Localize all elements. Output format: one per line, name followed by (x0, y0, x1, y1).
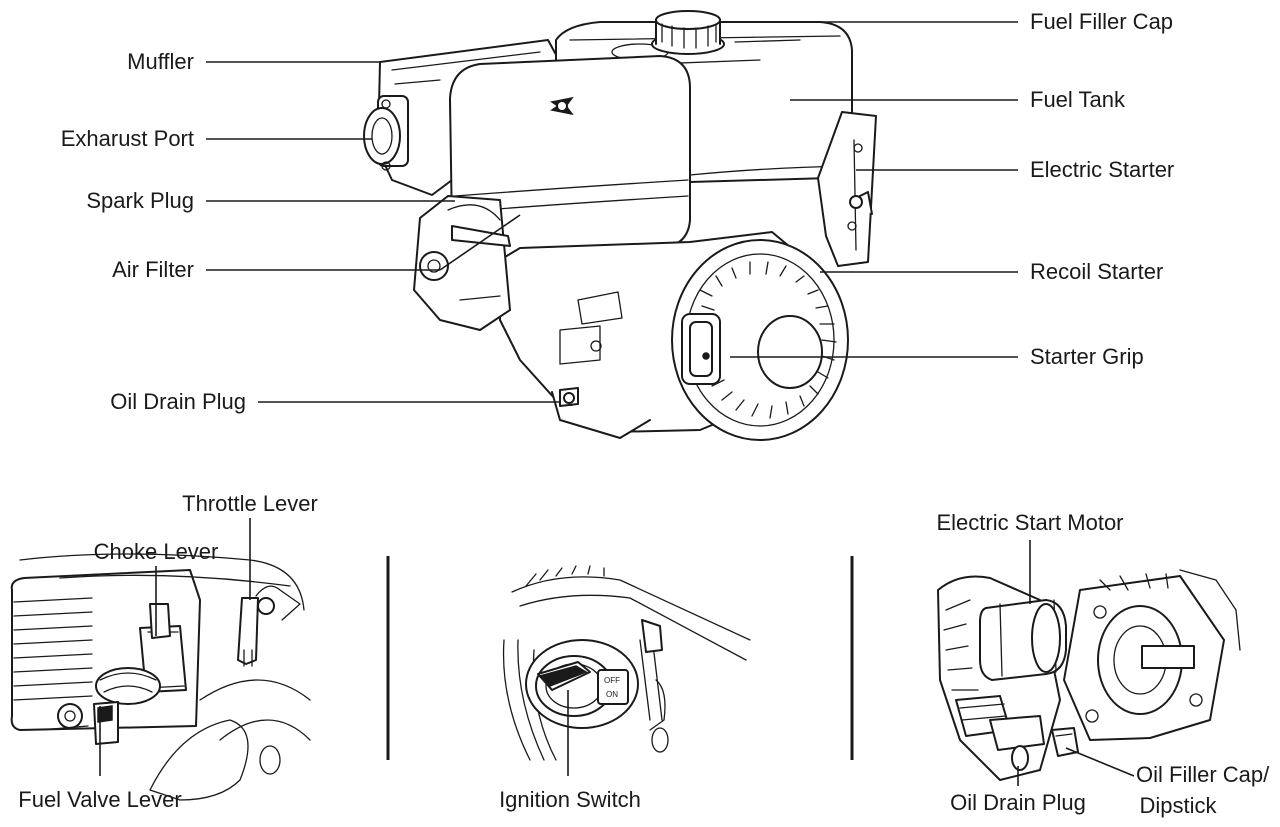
label-oil-drain-plug: Oil Drain Plug (110, 389, 246, 414)
label-switch-off: OFF (604, 676, 620, 685)
label-throttle-lever: Throttle Lever (182, 491, 318, 516)
label-choke-lever: Choke Lever (94, 539, 219, 564)
label-ignition-switch: Ignition Switch (499, 787, 641, 812)
engine-illustration (363, 10, 877, 441)
detail-ignition-labels: Ignition Switch (499, 787, 641, 812)
label-dipstick: Dipstick (1139, 793, 1217, 818)
label-fuel-valve-lever: Fuel Valve Lever (18, 787, 181, 812)
label-recoil-starter: Recoil Starter (1030, 259, 1163, 284)
detail-motor-leaders (1017, 540, 1135, 786)
detail-motor-illustration (937, 569, 1241, 781)
label-fuel-tank: Fuel Tank (1030, 87, 1126, 112)
detail-controls-labels: Throttle Lever Choke Lever Fuel Valve Le… (18, 491, 318, 812)
label-electric-starter: Electric Starter (1030, 157, 1174, 182)
detail-ignition-illustration: OFF ON (502, 565, 751, 761)
label-oil-filler-cap: Oil Filler Cap/ (1136, 762, 1270, 787)
label-exhaust-port: Exharust Port (61, 126, 194, 151)
label-spark-plug: Spark Plug (86, 188, 194, 213)
label-switch-on: ON (606, 690, 618, 699)
label-muffler: Muffler (127, 49, 194, 74)
label-motor-oil-drain-plug: Oil Drain Plug (950, 790, 1086, 815)
detail-motor-labels: Electric Start Motor Oil Filler Cap/ Dip… (936, 510, 1270, 818)
label-air-filter: Air Filter (112, 257, 194, 282)
main-labels: Fuel Filler Cap Fuel Tank Electric Start… (61, 9, 1175, 414)
label-electric-start-motor: Electric Start Motor (936, 510, 1123, 535)
detail-controls-leaders (99, 518, 251, 776)
detail-controls-illustration (10, 553, 311, 801)
label-starter-grip: Starter Grip (1030, 344, 1144, 369)
main-leader-lines (206, 21, 1018, 403)
label-fuel-filler-cap: Fuel Filler Cap (1030, 9, 1173, 34)
